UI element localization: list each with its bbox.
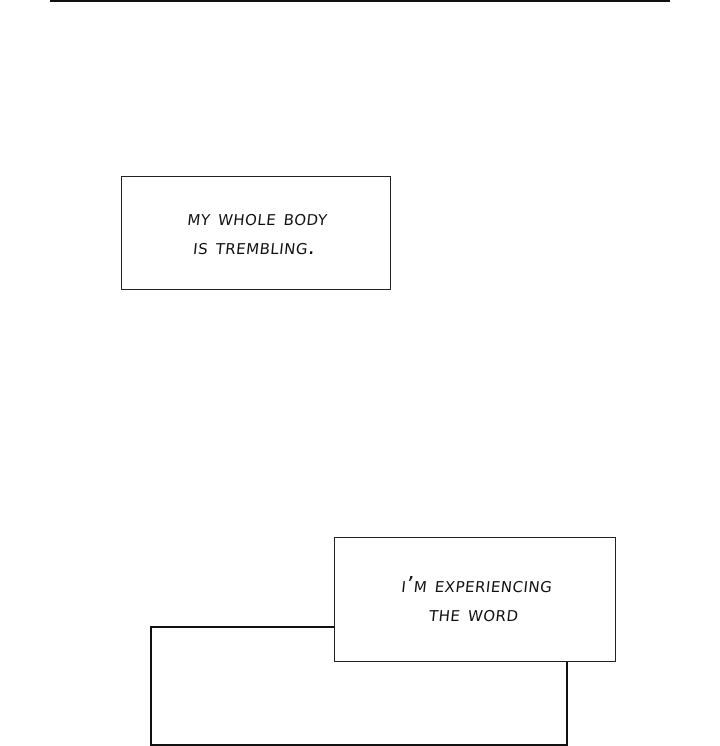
caption-line: My whole body [186,206,329,231]
caption-text: My whole body is trembling. [183,204,329,262]
panel-border-top [50,0,670,2]
caption-line: is trembling. [191,235,317,260]
caption-text: I’m experiencing the word [396,571,554,629]
caption-box: I’m experiencing the word [334,537,616,662]
caption-line: I’m experiencing [399,572,554,598]
caption-box: My whole body is trembling. [121,176,391,290]
caption-line: the word [427,601,520,627]
